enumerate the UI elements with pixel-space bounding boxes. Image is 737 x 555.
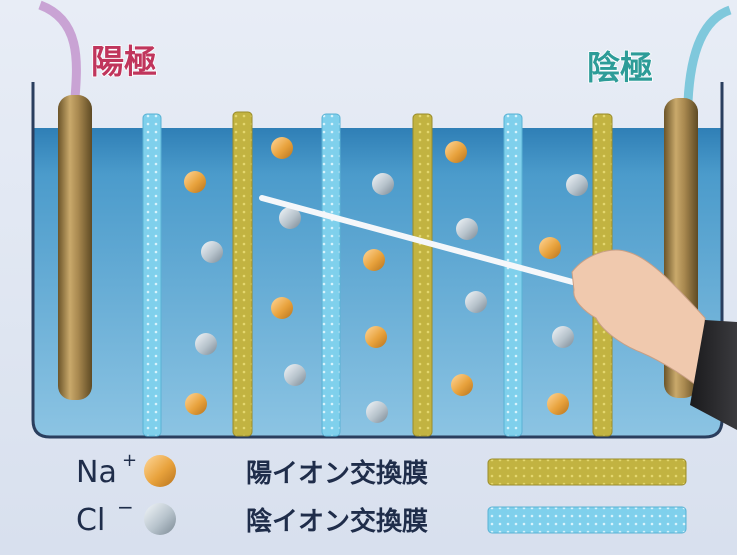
anion-membrane xyxy=(321,113,341,437)
cation-membrane-label: 陽イオン交換膜 xyxy=(246,458,428,489)
na-ion xyxy=(547,393,569,415)
pointer-stick xyxy=(259,195,583,287)
anion-membrane xyxy=(142,113,162,437)
anion-membrane xyxy=(503,113,523,437)
anode-wire xyxy=(38,0,81,99)
anion-membrane-swatch xyxy=(487,506,687,534)
cl-legend-swatch xyxy=(144,503,176,535)
cl-ion xyxy=(366,401,388,423)
presenter-hand xyxy=(571,249,706,394)
electrolyte-water xyxy=(33,128,722,437)
na-symbol: Na xyxy=(76,455,117,490)
cl-ion xyxy=(566,174,588,196)
legend-na: Na + xyxy=(76,450,176,490)
cation-membrane xyxy=(232,111,253,437)
na-ion xyxy=(185,393,207,415)
presenter-sleeve xyxy=(690,320,737,430)
cl-ion xyxy=(195,333,217,355)
anode-electrode xyxy=(58,95,92,400)
na-legend-swatch xyxy=(144,455,176,487)
tank-outline xyxy=(31,82,724,439)
na-ion xyxy=(184,171,206,193)
cathode-label: 陰極 xyxy=(587,48,653,87)
cation-membrane-swatch xyxy=(487,458,687,486)
cl-ion xyxy=(201,241,223,263)
cl-ion xyxy=(279,207,301,229)
cation-membrane xyxy=(412,113,433,437)
cl-charge: − xyxy=(117,495,134,519)
cl-ion xyxy=(284,364,306,386)
anion-membrane-label: 陰イオン交換膜 xyxy=(246,506,428,537)
na-ion xyxy=(365,326,387,348)
na-ion xyxy=(363,249,385,271)
na-charge: + xyxy=(122,450,137,471)
na-ion xyxy=(271,297,293,319)
cl-ions xyxy=(195,173,588,423)
na-ion xyxy=(271,137,293,159)
cl-symbol: Cl xyxy=(76,503,105,538)
na-ion xyxy=(445,141,467,163)
anode-label: 陽極 xyxy=(91,42,157,81)
cl-ion xyxy=(465,291,487,313)
cl-ion xyxy=(456,218,478,240)
cl-ion xyxy=(552,326,574,348)
na-ion xyxy=(451,374,473,396)
na-ions xyxy=(184,137,569,415)
legend-cl: Cl − xyxy=(76,495,176,538)
na-ion xyxy=(539,237,561,259)
cathode-wire xyxy=(683,5,732,103)
cl-ion xyxy=(372,173,394,195)
